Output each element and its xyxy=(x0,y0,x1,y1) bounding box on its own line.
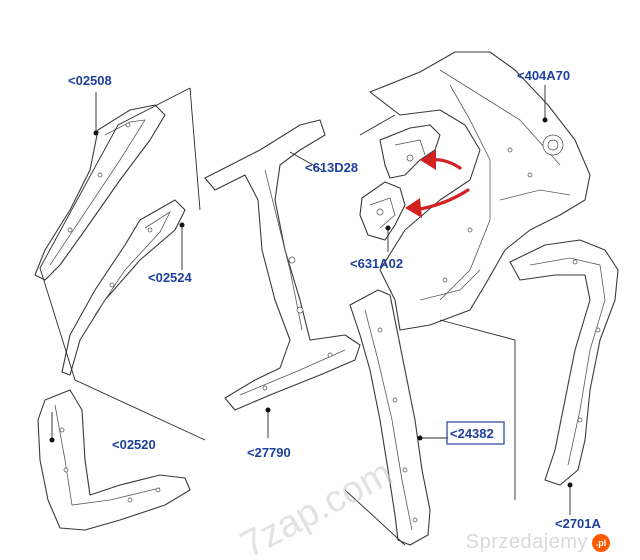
b-pillar-inner xyxy=(204,119,361,411)
callout-02524: <02524 xyxy=(148,270,193,285)
callout-02520: <02520 xyxy=(112,437,156,452)
upper-brace-part xyxy=(379,124,441,179)
leader-lines xyxy=(39,85,571,546)
red-arrow-lower-head xyxy=(405,198,422,218)
b-pillar-reinforcement xyxy=(349,289,431,546)
callout-613D28: <613D28 xyxy=(305,160,358,175)
callout-bottom-right: <2701A xyxy=(555,516,602,531)
brand-text: Sprzedajemy xyxy=(465,531,588,553)
front-lower-pillar xyxy=(37,389,191,531)
callout-24382: <24382 xyxy=(450,426,494,441)
a-pillar-upper xyxy=(34,104,166,281)
callout-24382-highlight-box xyxy=(446,421,505,445)
callout-404A70: <404A70 xyxy=(517,68,570,83)
bracket-part xyxy=(359,181,406,241)
callout-27790: <27790 xyxy=(247,445,291,460)
callout-631A02: <631A02 xyxy=(350,256,403,271)
watermark: 7zap.com xyxy=(234,452,399,560)
red-arrow-upper-head xyxy=(420,150,436,170)
rear-wheel-arch xyxy=(509,239,619,486)
indicator-arrows xyxy=(405,150,470,218)
brand-badge-icon: .pl xyxy=(592,533,610,552)
leader-dots xyxy=(49,117,573,488)
brand-watermark: Sprzedajemy .pl xyxy=(466,531,610,554)
rear-quarter-panel xyxy=(369,51,591,331)
callout-02508: <02508 xyxy=(68,73,112,88)
a-pillar-reinforcement xyxy=(61,199,186,376)
